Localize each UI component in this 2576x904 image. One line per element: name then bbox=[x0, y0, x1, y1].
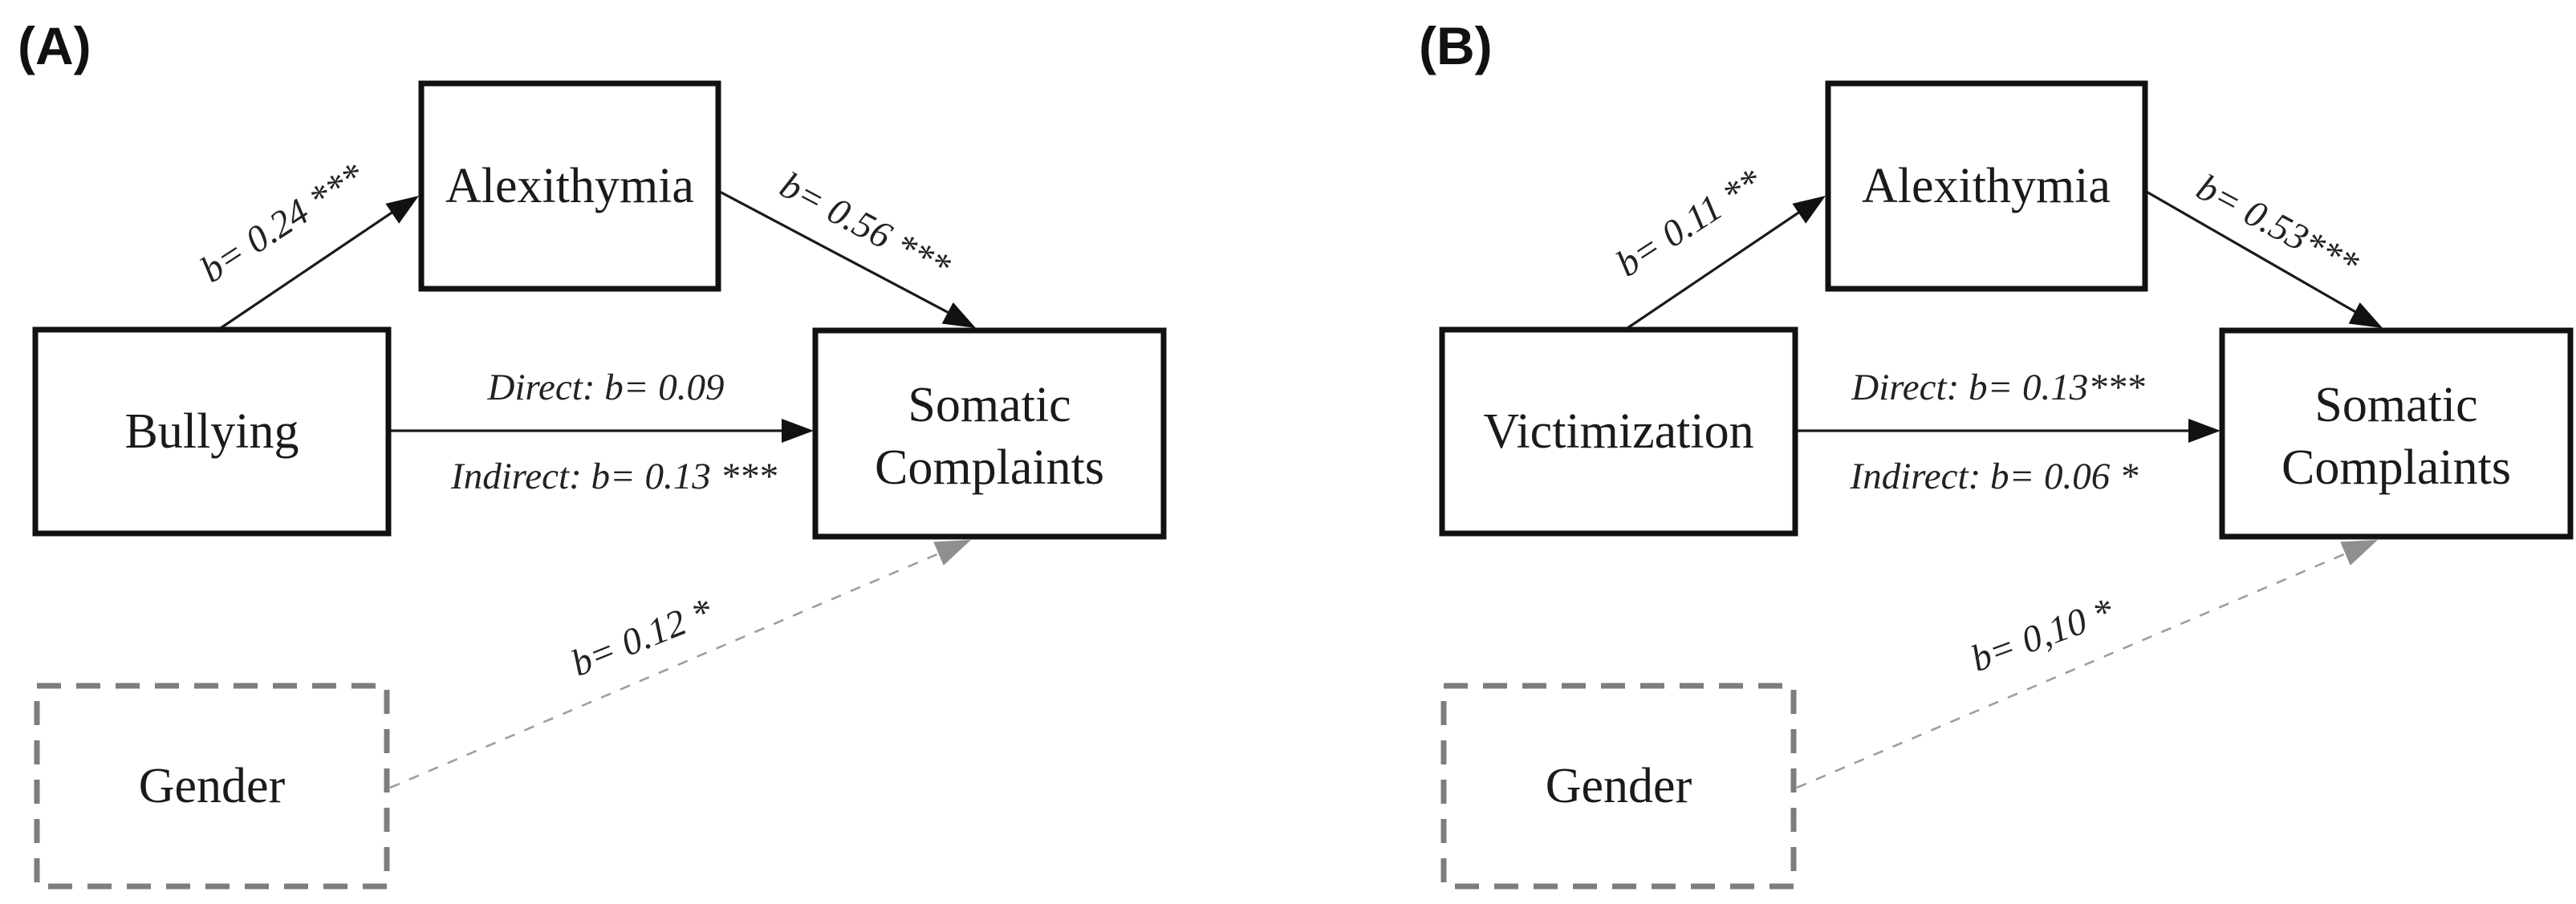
panel-a-outcome-label-line2: Complaints bbox=[875, 440, 1104, 495]
panel-a-path-a-coefficient: b= 0.24 *** bbox=[193, 155, 372, 291]
panel-a-path-a-line bbox=[217, 198, 412, 331]
panel-a-covariate-box bbox=[34, 683, 390, 890]
panel-a-covariate-line bbox=[389, 543, 961, 789]
panel-b: (B) Alexithymia Victimization Somatic Co… bbox=[1419, 16, 2574, 890]
panel-b-covariate-box bbox=[1440, 683, 1797, 890]
panel-a-indirect-coefficient: Indirect: b= 0.13 *** bbox=[450, 456, 777, 497]
panel-b-direct-arrowhead-icon bbox=[2188, 419, 2220, 443]
panel-a-covariate-label: Gender bbox=[139, 759, 286, 813]
panel-b-covariate-label: Gender bbox=[1546, 759, 1692, 813]
panel-b-outcome-label-line2: Complaints bbox=[2281, 440, 2511, 495]
panel-a-predictor-box bbox=[32, 326, 392, 537]
panel-b-covariate-coefficient: b= 0,10 * bbox=[1965, 590, 2119, 680]
panel-b-predictor-box bbox=[1439, 326, 1798, 537]
panel-a-mediator-label: Alexithymia bbox=[445, 159, 694, 213]
panel-b-path-a-arrowhead-icon bbox=[1792, 196, 1826, 224]
panel-b-covariate-line bbox=[1796, 543, 2367, 789]
panel-b-path-a-line bbox=[1624, 198, 1818, 331]
panel-a-path-a-arrowhead-icon bbox=[385, 196, 419, 224]
panel-a-covariate-coefficient: b= 0.12 * bbox=[566, 590, 719, 685]
panel-a-outcome-label-line1: Somatic bbox=[908, 378, 1071, 432]
panel-b-indirect-coefficient: Indirect: b= 0.06 * bbox=[1850, 456, 2139, 497]
panel-b-path-b-arrowhead-icon bbox=[2348, 302, 2383, 328]
panel-a-mediator-box bbox=[418, 80, 721, 292]
panel-b-label: (B) bbox=[1419, 16, 1493, 75]
panel-b-outcome-label-line1: Somatic bbox=[2314, 378, 2477, 432]
panel-b-predictor-label: Victimization bbox=[1483, 404, 1753, 459]
panel-a: (A) Alexithymia Bullying Somatic Complai… bbox=[18, 16, 1167, 890]
panel-b-path-a-coefficient: b= 0.11 ** bbox=[1609, 160, 1769, 285]
panel-b-outcome-box bbox=[2219, 327, 2574, 540]
panel-a-path-b-line bbox=[717, 189, 968, 324]
panel-b-covariate-arrowhead-icon bbox=[2340, 540, 2378, 566]
panel-b-mediator-label: Alexithymia bbox=[1862, 159, 2111, 213]
panel-b-path-b-line bbox=[2144, 189, 2375, 324]
panel-b-direct-coefficient: Direct: b= 0.13*** bbox=[1851, 367, 2145, 408]
panel-a-predictor-label: Bullying bbox=[124, 404, 299, 459]
panel-a-covariate-arrowhead-icon bbox=[933, 540, 971, 566]
panel-a-label: (A) bbox=[18, 16, 91, 75]
panel-b-mediator-box bbox=[1825, 80, 2148, 292]
panel-a-outcome-box bbox=[812, 327, 1167, 540]
panel-a-direct-coefficient: Direct: b= 0.09 bbox=[487, 367, 725, 408]
panel-a-direct-arrowhead-icon bbox=[782, 419, 814, 443]
panel-a-path-b-arrowhead-icon bbox=[941, 302, 976, 328]
